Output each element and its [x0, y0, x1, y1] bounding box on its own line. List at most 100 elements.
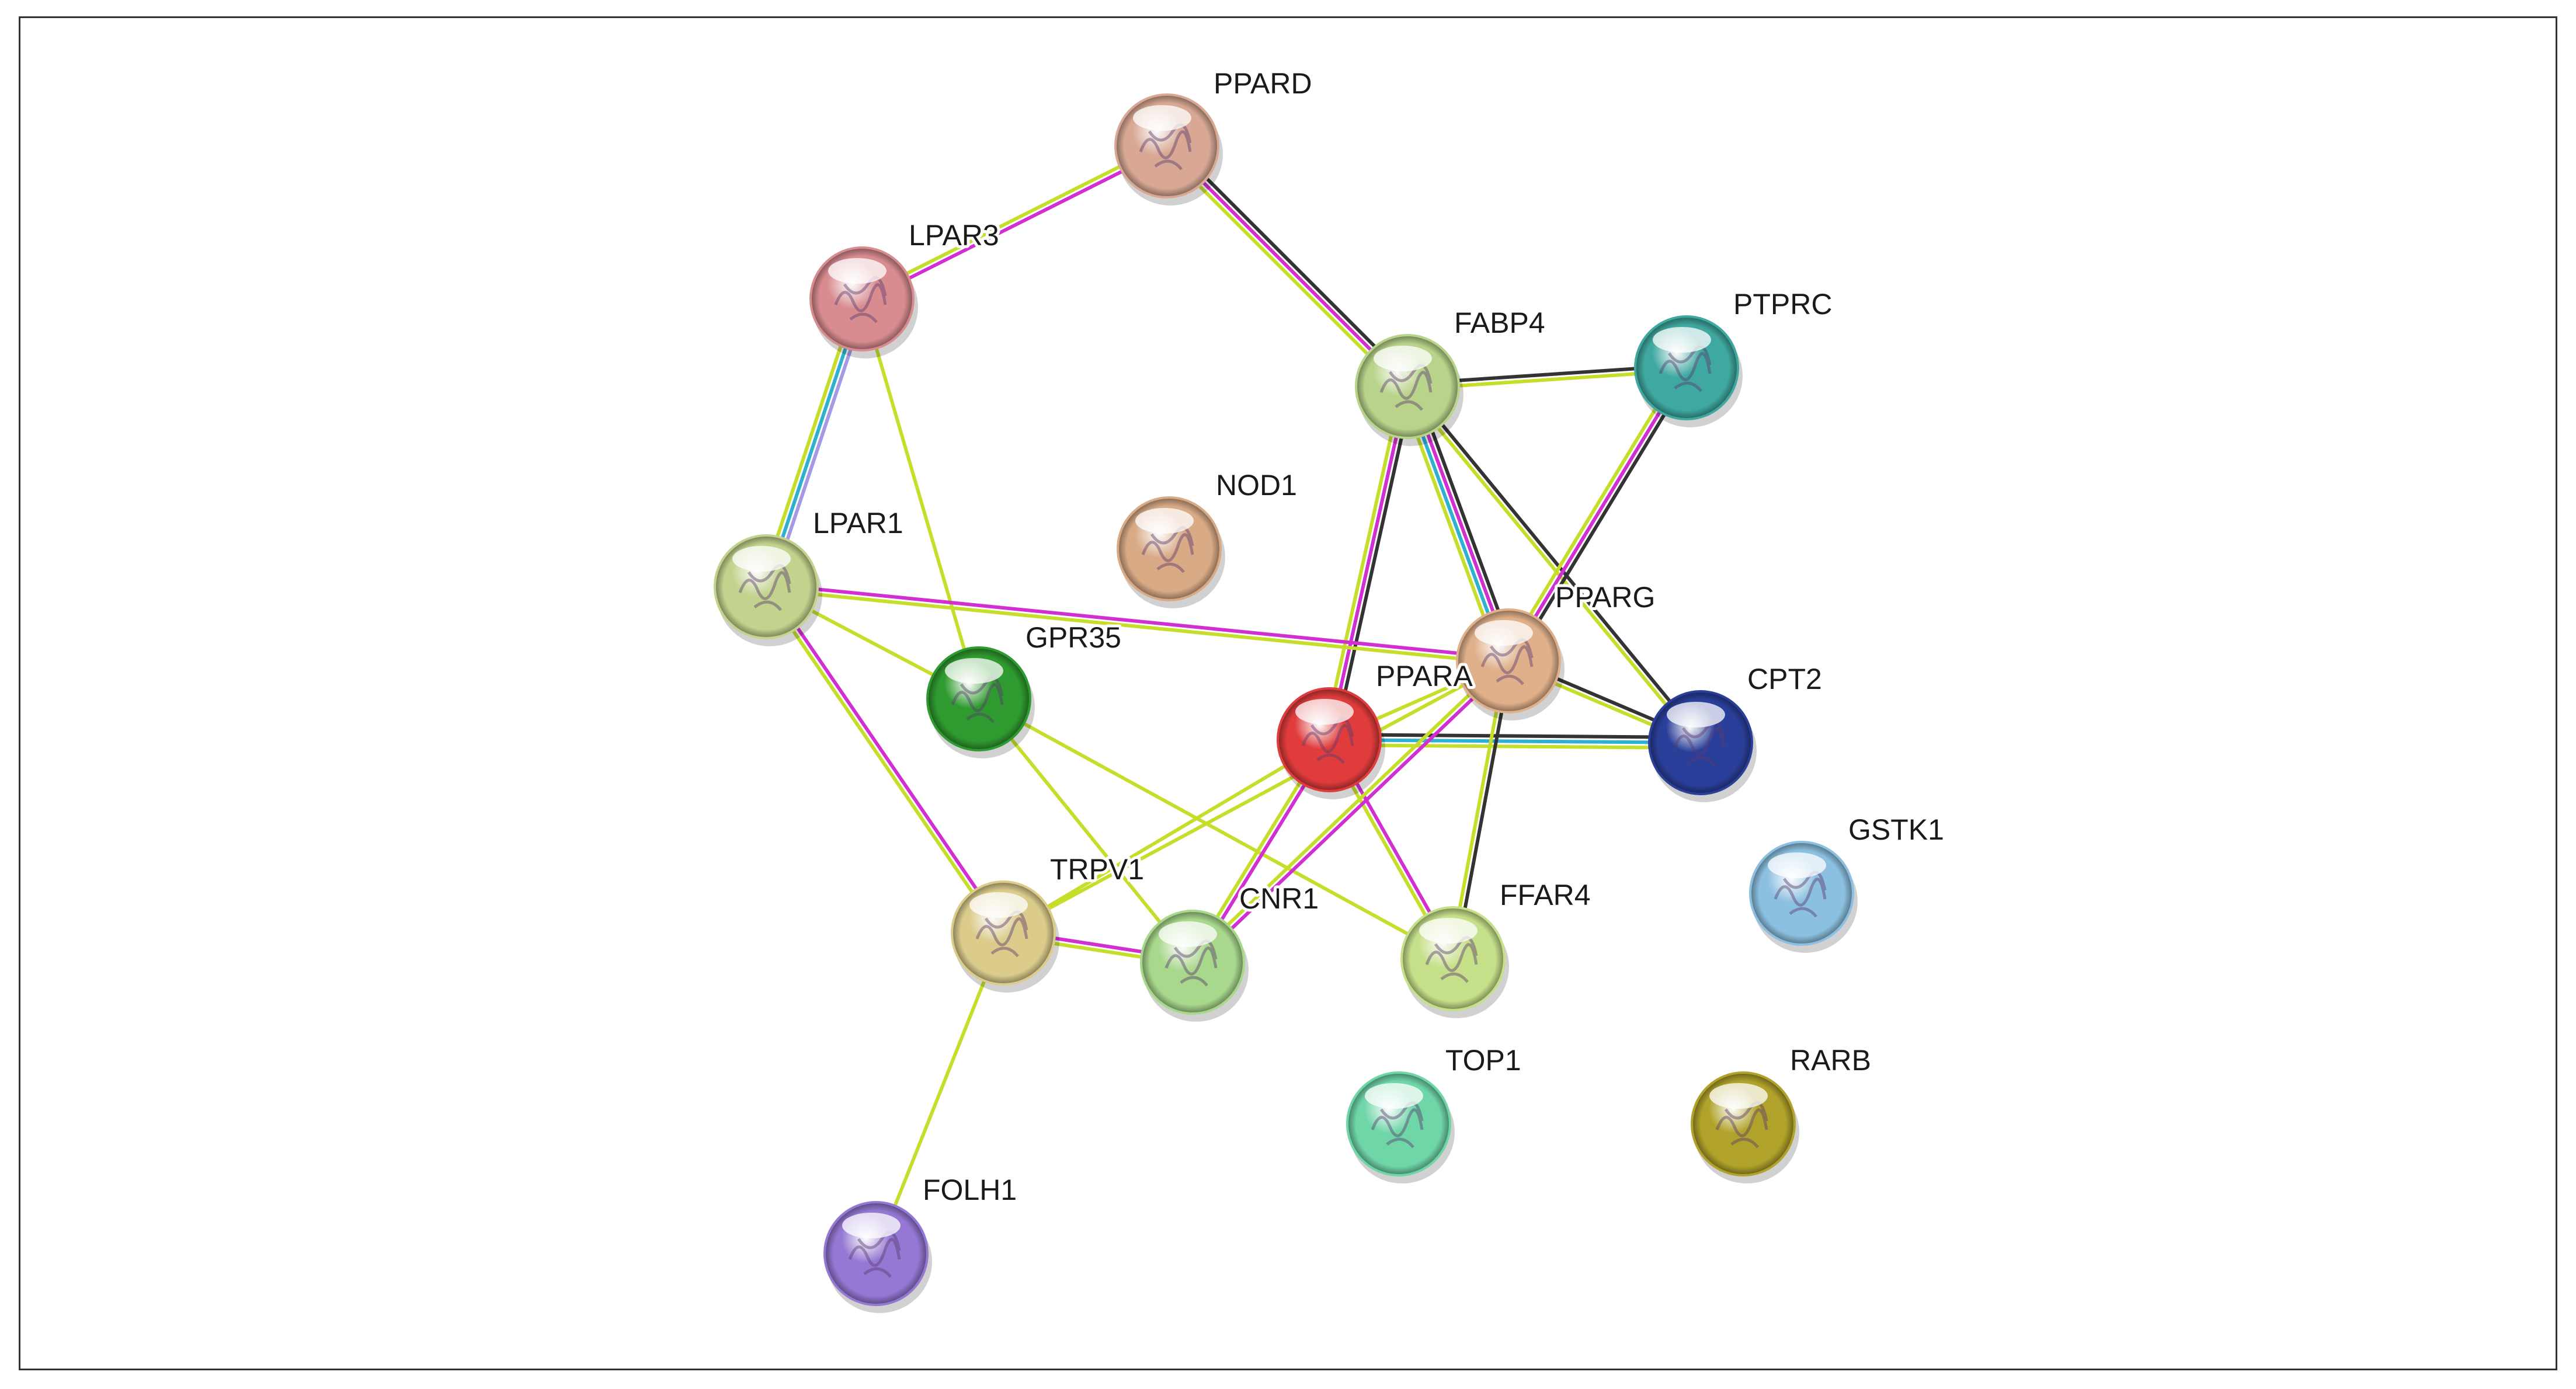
edge-line-experiments — [767, 584, 1007, 933]
protein-structure-icon — [738, 564, 791, 611]
node-highlight — [1667, 702, 1725, 727]
node-ppara[interactable] — [1277, 687, 1385, 799]
node-gstk1[interactable] — [1749, 841, 1858, 953]
edge-lpar1-trpv1 — [762, 584, 1007, 936]
node-cpt2[interactable] — [1648, 690, 1757, 802]
node-label-fabp4: FABP4 — [1454, 307, 1545, 339]
edge-line-textmining — [1329, 743, 1701, 750]
node-highlight — [828, 258, 887, 284]
edge-pparg-cnr1 — [1189, 657, 1512, 966]
edge-line-textmining — [874, 932, 1005, 1255]
edge-line-textmining — [1189, 657, 1508, 962]
edge-line-experiments — [766, 582, 1509, 660]
node-highlight — [1653, 327, 1711, 353]
labels-layer: PPARDLPAR3FABP4PTPRCNOD1LPAR1PPARGGPR35P… — [810, 64, 1947, 1209]
node-pparg[interactable] — [1456, 608, 1565, 720]
edge-line-textmining — [1002, 738, 1330, 935]
edge-gpr35-cnr1 — [977, 698, 1194, 963]
node-lpar3[interactable] — [809, 246, 918, 358]
protein-structure-icon — [1774, 871, 1827, 918]
edge-line-experiments — [862, 147, 1169, 303]
edge-line-textmining — [1162, 148, 1405, 392]
edge-line-experiments — [1507, 367, 1688, 662]
node-highlight — [1709, 1083, 1768, 1109]
edge-line-coexpression — [1332, 387, 1414, 742]
protein-structure-icon — [1673, 720, 1726, 767]
node-fabp4[interactable] — [1355, 334, 1463, 446]
edge-line-textmining — [977, 698, 1194, 963]
node-gpr35[interactable] — [926, 646, 1035, 758]
edge-line-textmining — [1502, 364, 1684, 659]
nodes-layer — [714, 93, 1858, 1313]
node-highlight — [969, 892, 1028, 918]
node-rarb[interactable] — [1691, 1071, 1799, 1183]
node-highlight — [945, 658, 1003, 684]
protein-structure-icon — [834, 276, 887, 323]
edge-ppard-fabp4 — [1162, 141, 1413, 392]
edge-fabp4-ppara — [1322, 385, 1414, 742]
edge-line-coexpression — [1169, 141, 1413, 384]
node-highlight — [1135, 508, 1194, 534]
edge-ptprc-pparg — [1502, 364, 1693, 665]
node-highlight — [1768, 852, 1826, 878]
edge-line-textmining — [1002, 659, 1510, 935]
node-trpv1[interactable] — [951, 880, 1059, 993]
node-lpar1[interactable] — [714, 534, 822, 646]
node-label-gpr35: GPR35 — [1025, 621, 1121, 654]
protein-structure-icon — [1141, 526, 1194, 573]
edge-line-coexpression — [1511, 370, 1693, 665]
node-label-lpar3: LPAR3 — [909, 219, 999, 252]
node-folh1[interactable] — [823, 1201, 932, 1313]
protein-structure-icon — [1139, 123, 1192, 170]
edge-line-textmining — [860, 298, 981, 699]
node-nod1[interactable] — [1117, 496, 1225, 608]
edge-line-experiments — [1327, 386, 1409, 740]
edge-ppara-cpt2 — [1329, 733, 1701, 750]
protein-structure-icon — [1371, 1101, 1424, 1148]
node-label-ppara: PPARA — [1376, 660, 1473, 692]
node-ppard[interactable] — [1114, 93, 1223, 206]
node-highlight — [1419, 918, 1478, 944]
node-label-cnr1: CNR1 — [1239, 882, 1319, 915]
protein-structure-icon — [1715, 1101, 1768, 1148]
node-label-ptprc: PTPRC — [1733, 288, 1832, 321]
edge-line-databases — [1329, 738, 1701, 744]
edge-line-experiments — [1193, 662, 1512, 966]
protein-structure-icon — [975, 910, 1028, 958]
node-label-ppard: PPARD — [1214, 67, 1312, 100]
node-label-trpv1: TRPV1 — [1050, 853, 1144, 886]
edge-line-textmining — [1404, 387, 1700, 746]
node-label-gstk1: GSTK1 — [1848, 813, 1944, 846]
protein-structure-icon — [848, 1231, 901, 1278]
node-ptprc[interactable] — [1634, 315, 1743, 427]
edge-ppara-trpv1 — [1002, 738, 1330, 935]
node-highlight — [732, 546, 791, 572]
node-highlight — [842, 1213, 901, 1238]
network-frame — [19, 16, 2557, 1370]
node-label-cpt2: CPT2 — [1747, 663, 1822, 695]
node-label-nod1: NOD1 — [1216, 469, 1297, 502]
edge-line-textmining — [766, 587, 1508, 666]
edge-fabp4-cpt2 — [1404, 384, 1704, 746]
node-highlight — [1365, 1083, 1423, 1109]
protein-structure-icon — [1164, 939, 1218, 987]
protein-structure-icon — [1301, 717, 1354, 764]
protein-structure-icon — [1659, 345, 1712, 392]
protein-structure-icon — [1379, 364, 1433, 411]
protein-structure-icon — [951, 676, 1004, 723]
node-highlight — [1475, 620, 1533, 646]
edge-line-textmining — [978, 697, 1454, 960]
node-highlight — [1133, 105, 1191, 131]
node-highlight — [1295, 699, 1354, 725]
edge-lpar3-gpr35 — [860, 298, 981, 699]
node-cnr1[interactable] — [1140, 910, 1249, 1022]
edge-line-experiments — [1165, 144, 1409, 388]
node-label-ffar4: FFAR4 — [1500, 879, 1591, 911]
node-top1[interactable] — [1346, 1071, 1455, 1183]
node-ffar4[interactable] — [1400, 906, 1509, 1018]
edge-line-textmining — [1322, 385, 1405, 739]
edge-line-coexpression — [1329, 733, 1701, 740]
edge-line-textmining — [762, 587, 1003, 936]
protein-structure-icon — [1480, 638, 1534, 685]
